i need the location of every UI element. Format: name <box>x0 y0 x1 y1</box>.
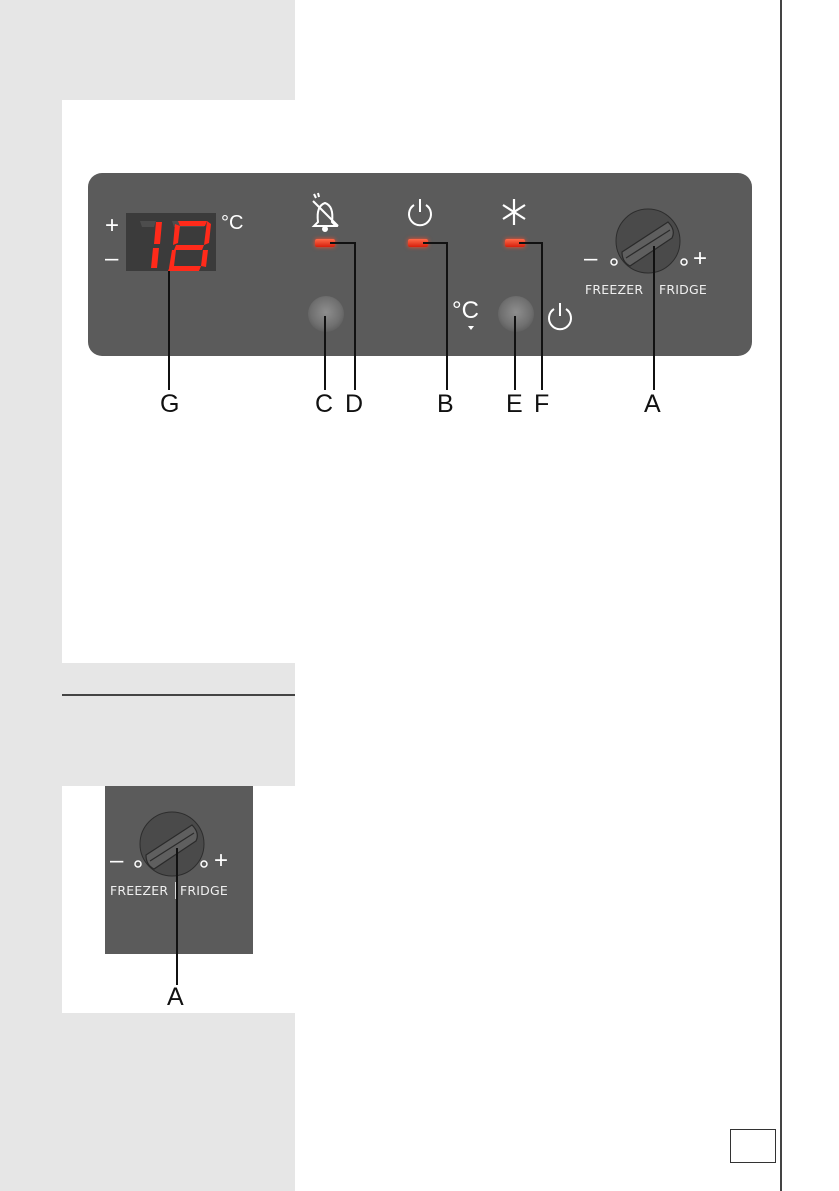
detail-fridge-label-overlay: FRIDGE <box>180 883 228 898</box>
knob-fridge-label: FRIDGE <box>659 282 707 297</box>
super-freeze-snowflake-icon <box>502 199 526 225</box>
detail-knob-minus-overlay: – <box>110 847 124 874</box>
alarm-off-bell-icon <box>311 192 339 232</box>
temperature-button-label: °C <box>452 297 479 324</box>
led-super-freeze <box>505 239 525 247</box>
power-icon <box>408 199 432 227</box>
detail-knob-plus-overlay: + <box>214 847 229 874</box>
section-rule <box>62 694 295 696</box>
knob-freezer-label: FREEZER <box>585 282 644 297</box>
left-margin-bottom <box>0 1013 295 1191</box>
power-icon <box>548 303 572 331</box>
down-arrow-icon <box>468 326 474 330</box>
seven-segment-digits <box>140 221 211 271</box>
left-margin-middle <box>0 663 295 786</box>
callout-f: F <box>534 390 550 418</box>
temperature-knob[interactable] <box>610 208 688 297</box>
page-number-box <box>730 1129 776 1163</box>
display-unit: °C <box>221 212 244 234</box>
callout-d: D <box>345 390 364 418</box>
detail-temperature-knob[interactable] <box>134 811 208 899</box>
display-minus-sign[interactable]: – <box>105 245 119 272</box>
led-alarm <box>315 239 335 247</box>
left-margin-top <box>0 0 295 100</box>
callout-e: E <box>506 390 523 418</box>
detail-freezer-label-overlay: FREEZER <box>110 883 169 898</box>
left-margin-strip-2 <box>0 786 62 1013</box>
callout-g: G <box>160 390 180 418</box>
right-edge-line <box>780 0 782 1191</box>
callout-b: B <box>437 390 454 418</box>
knob-plus: + <box>693 245 708 272</box>
leader-lines <box>168 242 655 390</box>
detail-callout-a: A <box>167 983 184 1011</box>
callout-a: A <box>644 390 661 418</box>
display-plus-sign[interactable]: + <box>105 212 120 239</box>
callout-c: C <box>315 390 334 418</box>
knob-minus: – <box>584 245 598 272</box>
left-margin-strip <box>0 100 62 663</box>
led-power <box>408 239 428 247</box>
